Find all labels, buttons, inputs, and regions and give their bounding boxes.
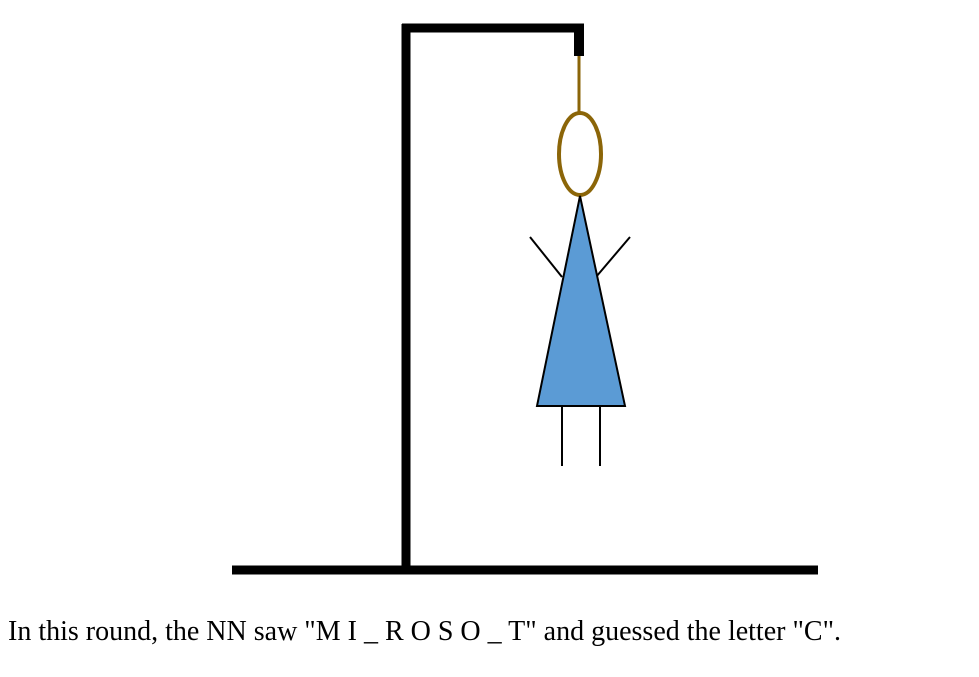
rope (557, 56, 603, 197)
left-arm (529, 236, 563, 278)
gallows (232, 23, 818, 575)
gallows-hook (574, 24, 584, 56)
dress-body (535, 195, 627, 407)
round-caption: In this round, the NN saw "M I _ R O S O… (8, 616, 841, 647)
hanged-figure (529, 195, 631, 466)
right-arm (595, 236, 631, 278)
hangman-scene (232, 23, 818, 575)
noose-loop (557, 111, 603, 197)
